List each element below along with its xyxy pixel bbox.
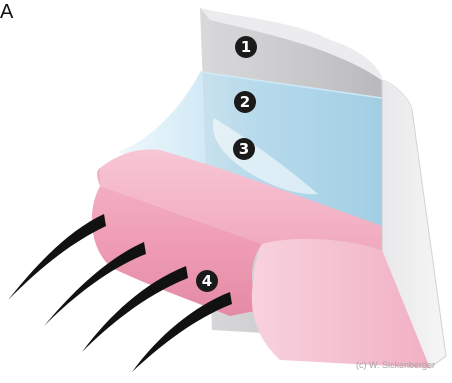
eyelash-1: [8, 214, 106, 300]
marker-2-label: 2: [240, 93, 250, 111]
marker-2: 2: [234, 91, 256, 113]
marker-1: 1: [235, 36, 257, 58]
marker-3: 3: [233, 138, 255, 160]
copyright-credit: (c) W. Sickenberger: [356, 360, 435, 370]
eyelash-4: [132, 292, 232, 372]
marker-3-label: 3: [239, 140, 249, 158]
marker-4-label: 4: [202, 272, 212, 290]
marker-1-label: 1: [241, 38, 251, 56]
marker-4: 4: [196, 270, 218, 292]
